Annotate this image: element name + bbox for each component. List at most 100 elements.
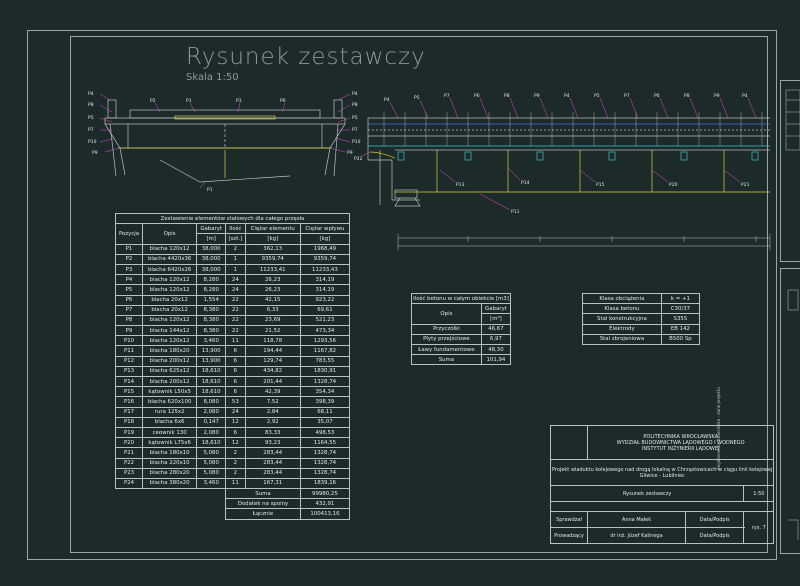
steel-table-cell: 42,15: [244, 294, 301, 306]
steel-table-cell: 8,280: [196, 274, 227, 286]
steel-table-cell: 2,080: [196, 426, 227, 439]
steel-table-cell: P4: [114, 274, 144, 286]
header-ciezar-elementu: Ciężar elementu: [244, 223, 301, 235]
steel-table-cell: blacha 625x12: [142, 365, 198, 378]
steel-table-cell: blacha 120x12: [142, 314, 198, 327]
svg-text:P6: P6: [474, 93, 480, 99]
svg-text:P6: P6: [654, 93, 660, 99]
svg-text:P21: P21: [741, 182, 750, 188]
steel-table-cell: 93,23: [244, 437, 301, 449]
steel-table-cell: 24: [225, 406, 246, 418]
steel-table-cell: 13,900: [196, 345, 227, 357]
concrete-row-value: 101,94: [480, 354, 512, 366]
material-value: EB 142: [660, 323, 701, 335]
steel-table-cell: 8,080: [196, 396, 227, 408]
steel-table-cell: 21,52: [244, 325, 301, 337]
steel-table-cell: 23,69: [244, 314, 301, 327]
svg-text:P8: P8: [88, 102, 94, 108]
svg-text:P10: P10: [352, 139, 361, 145]
steel-table-cell: blacha 620x100: [142, 396, 198, 408]
material-label: Klasa obciążenia: [582, 292, 662, 305]
steel-table-cell: 473,34: [299, 325, 351, 337]
steel-table-cell: 314,19: [299, 284, 351, 296]
concrete-header-opis: Opis: [411, 303, 482, 325]
steel-table-cell: 5,080: [196, 457, 227, 469]
svg-text:P2: P2: [150, 98, 156, 104]
concrete-table: Ilość betonu w całym obiekcie [m3] Opis …: [411, 292, 512, 366]
svg-text:P6: P6: [280, 98, 286, 104]
steel-table-cell: P22: [114, 457, 144, 469]
steel-table-cell: blacha 120x12: [142, 284, 198, 296]
material-label: Stal konstrukcyjna: [582, 313, 662, 325]
title-block-logo-cell: [550, 425, 588, 460]
steel-table-cell: 8,280: [196, 284, 227, 296]
steel-table-cell: blacha 144x12: [142, 325, 198, 337]
outer-sheet-frame: [27, 30, 777, 560]
steel-table-cell: rura 125x2: [142, 406, 198, 418]
steel-table-cell: kątownik L75x6: [142, 437, 198, 449]
steel-table-cell: P6: [114, 294, 144, 306]
steel-table-cell: blacha 180x10: [142, 447, 198, 459]
institution-line-2: WYDZIAŁ BUDOWNICTWA LĄDOWEGO I WODNEGO: [616, 439, 745, 446]
steel-table-cell: 283,44: [244, 457, 301, 469]
steel-table-cell: 1,554: [196, 294, 227, 306]
sum-label: Suma: [225, 488, 301, 500]
steel-table-cell: 283,44: [244, 447, 301, 459]
steel-table-cell: 2: [225, 467, 246, 479]
svg-text:P20: P20: [669, 182, 678, 188]
steel-table-cell: 24: [225, 274, 246, 286]
steel-table-cell: 1164,55: [299, 437, 351, 449]
steel-table-cell: 1968,49: [299, 243, 351, 255]
project-line-1: Projekt wiaduktu kolejowego nad drogą lo…: [552, 466, 773, 473]
steel-table-cell: 18,610: [196, 437, 227, 449]
svg-text:P7: P7: [624, 93, 630, 99]
steel-table-cell: blacha 380x20: [142, 477, 198, 490]
svg-text:P8: P8: [504, 93, 510, 99]
steel-table-cell: ceownik 130: [142, 426, 198, 439]
steel-table-cell: P21: [114, 447, 144, 459]
svg-text:P9: P9: [347, 150, 353, 156]
steel-elements-table: Zestawienie elementów stalowych dla całe…: [114, 212, 351, 520]
steel-table-cell: P9: [114, 325, 144, 337]
designer-label: Sprawdzał: [550, 511, 588, 529]
steel-table-cell: P8: [114, 314, 144, 327]
steel-table-cell: 26,23: [244, 284, 301, 296]
steel-table-cell: blacha 120x12: [142, 335, 198, 347]
steel-table-cell: 35,07: [299, 416, 351, 428]
steel-table-cell: 2: [225, 457, 246, 469]
steel-table-cell: 2,84: [244, 406, 301, 418]
designer-name: Anna Małek: [586, 511, 687, 529]
steel-table-cell: 18,610: [196, 365, 227, 378]
steel-table-cell: 6: [225, 365, 246, 378]
steel-table-cell: 2,080: [196, 406, 227, 418]
steel-table-cell: blacha 220x10: [142, 457, 198, 469]
steel-table-cell: 118,78: [244, 335, 301, 347]
steel-table-cell: 8,380: [196, 325, 227, 337]
svg-text:P10: P10: [88, 139, 97, 145]
right-sheet-frame-bottom: [780, 268, 800, 554]
steel-table-cell: P16: [114, 396, 144, 408]
svg-text:P13: P13: [456, 182, 465, 188]
steel-table-cell: 1: [225, 263, 246, 276]
header-pozycja: Pozycja: [114, 223, 144, 245]
svg-text:P8: P8: [352, 102, 358, 108]
steel-table-cell: 5,080: [196, 467, 227, 479]
steel-table-cell: 42,39: [244, 386, 301, 398]
steel-table-cell: 8,380: [196, 314, 227, 327]
steel-table-cell: 13,900: [196, 355, 227, 367]
steel-table-cell: blacha 6x6: [142, 416, 198, 428]
steel-table-cell: blacha 20x12: [142, 304, 198, 316]
steel-table-cell: kątownik L50x5: [142, 386, 198, 398]
steel-table-cell: 923,22: [299, 294, 351, 306]
svg-text:P1: P1: [207, 187, 213, 193]
